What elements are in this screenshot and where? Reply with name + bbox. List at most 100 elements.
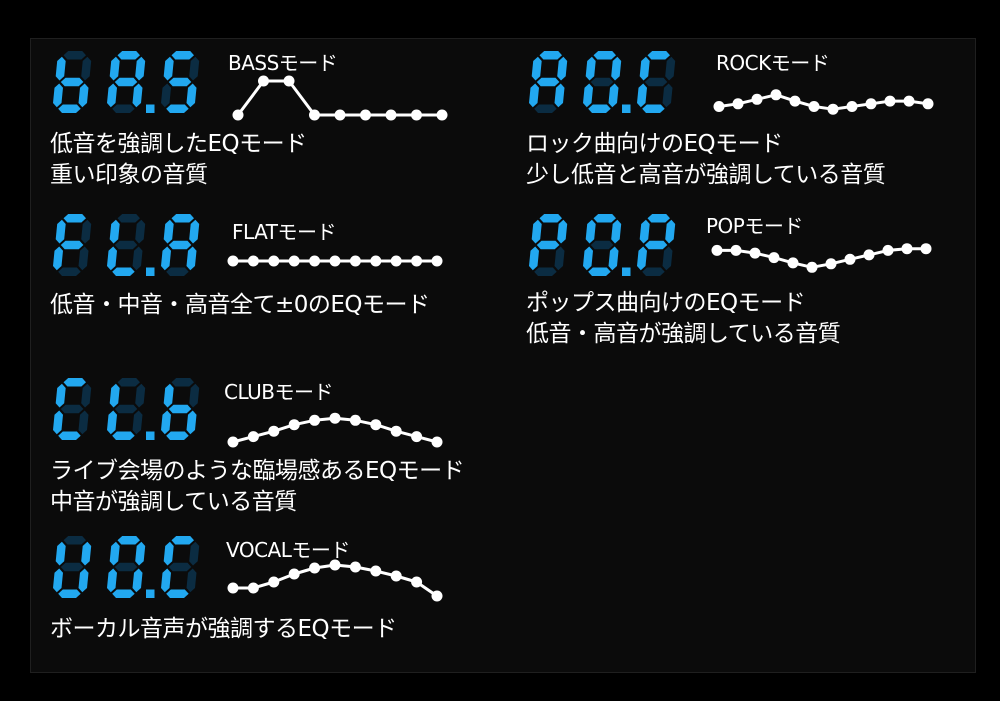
description-line: 低音・中音・高音全て±0のEQモード	[50, 292, 430, 318]
eq-band-point	[329, 255, 341, 267]
eq-band-point	[711, 244, 723, 256]
lcd-segment	[186, 246, 197, 271]
description-line: 低音を強調したEQモード	[50, 131, 307, 157]
lcd-segment	[662, 246, 673, 271]
eq-band-point	[227, 255, 239, 267]
description-line: 少し低音と高音が強調している音質	[526, 162, 886, 188]
eq-band-point	[309, 109, 320, 121]
eq-band-point	[787, 257, 799, 269]
lcd-segment	[186, 410, 197, 435]
lcd-segment	[53, 410, 63, 435]
eq-band-point	[768, 252, 780, 264]
lcd-segment	[166, 589, 189, 598]
eq-band-point	[431, 436, 443, 448]
lcd-segment	[642, 104, 665, 113]
lcd-segment	[60, 404, 84, 414]
lcd-segment	[55, 56, 66, 81]
lcd-segment	[186, 83, 197, 108]
eq-band-point	[390, 255, 402, 267]
description-bass: 低音を強調したEQモード 重い印象の音質	[50, 129, 307, 191]
mode-rock: ROCKモード ロック曲向けのEQモード 少し低音と高音が強調している音質	[526, 45, 956, 205]
eq-band-point	[846, 101, 858, 112]
lcd-segment	[531, 56, 542, 81]
description-line: ポップス曲向けのEQモード	[526, 290, 806, 316]
mode-label-pop: POPモード	[706, 214, 803, 238]
lcd-segment	[168, 562, 192, 572]
lcd-segment	[611, 219, 622, 244]
eq-band-point	[268, 425, 280, 437]
lcd-segment	[557, 219, 568, 244]
lcd-display-vocal	[53, 536, 200, 598]
mode-bass: BASSモード 低音を強調したEQモード 重い印象の音質	[50, 45, 470, 205]
eq-band-point	[309, 562, 321, 574]
lcd-segment	[585, 219, 596, 244]
lcd-segment	[81, 383, 92, 408]
eq-band-point	[247, 255, 259, 267]
eq-band-point	[749, 247, 761, 259]
lcd-segment	[117, 214, 140, 223]
lcd-segment	[114, 240, 138, 250]
lcd-segment	[644, 240, 668, 250]
lcd-segment	[583, 83, 593, 108]
lcd-segment	[588, 267, 611, 276]
lcd-segment	[639, 56, 650, 81]
mode-label-rock: ROCKモード	[716, 51, 830, 75]
lcd-display-flat	[53, 214, 200, 276]
lcd-segment	[590, 77, 614, 87]
eq-band-point	[309, 255, 321, 267]
eq-band-point	[732, 98, 744, 110]
lcd-segment	[78, 568, 89, 593]
lcd-segment	[637, 246, 647, 271]
eq-curve-line	[718, 93, 929, 111]
lcd-segment	[168, 240, 192, 250]
eq-band-point	[730, 244, 742, 256]
lcd-segment	[109, 383, 120, 408]
eq-band-point	[329, 559, 341, 571]
lcd-segment	[60, 562, 84, 572]
description-line: ロック曲向けのEQモード	[526, 131, 783, 157]
lcd-segment	[107, 246, 117, 271]
lcd-segment	[531, 219, 542, 244]
lcd-display-pop	[529, 214, 676, 276]
lcd-segment	[117, 51, 140, 60]
lcd-segment	[168, 77, 192, 87]
lcd-segment	[189, 219, 200, 244]
lcd-segment	[58, 267, 81, 276]
lcd-segment	[166, 267, 189, 276]
mode-label-vocal: VOCALモード	[226, 538, 350, 562]
eq-band-point	[411, 255, 423, 267]
eq-band-point	[411, 109, 422, 121]
lcd-segment	[608, 83, 619, 108]
eq-band-point	[349, 414, 361, 426]
eq-band-point	[411, 431, 423, 443]
description-rock: ロック曲向けのEQモード 少し低音と高音が強調している音質	[526, 129, 886, 191]
eq-band-point	[232, 109, 244, 121]
lcd-decimal-point	[622, 104, 631, 113]
lcd-segment	[665, 219, 676, 244]
lcd-segment	[112, 104, 135, 113]
eq-band-point	[884, 95, 896, 107]
eq-band-point	[334, 109, 346, 121]
eq-band-point	[903, 95, 915, 107]
eq-band-point	[349, 561, 361, 573]
eq-band-point	[268, 576, 280, 588]
eq-band-point	[922, 98, 934, 110]
lcd-segment	[117, 536, 140, 545]
lcd-segment	[639, 219, 650, 244]
lcd-segment	[60, 240, 84, 250]
lcd-decimal-point	[146, 104, 155, 113]
eq-band-point	[411, 576, 423, 588]
eq-band-point	[789, 95, 801, 107]
lcd-segment	[135, 56, 146, 81]
lcd-segment	[81, 219, 92, 244]
lcd-segment	[109, 56, 120, 81]
lcd-segment	[593, 214, 616, 223]
eq-band-point	[808, 101, 820, 112]
lcd-segment	[529, 83, 539, 108]
lcd-display-rock	[529, 51, 676, 113]
lcd-segment	[189, 383, 200, 408]
lcd-segment	[63, 51, 86, 60]
lcd-segment	[189, 541, 200, 566]
lcd-segment	[539, 214, 562, 223]
eq-band-point	[436, 109, 448, 121]
